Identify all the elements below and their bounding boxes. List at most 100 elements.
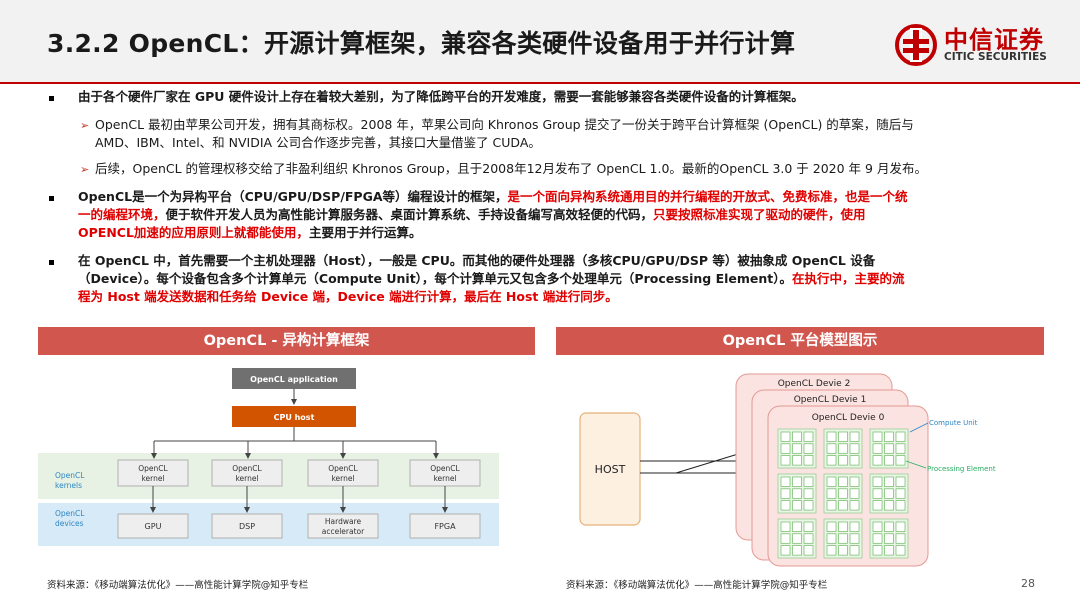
processing-element	[849, 431, 860, 442]
processing-element	[849, 455, 860, 466]
processing-element	[849, 488, 860, 499]
kernel-label: kernel	[141, 474, 164, 483]
compute-unit-grid	[777, 428, 909, 559]
citic-logo: 中信证券 CITIC SECURITIES	[894, 18, 1054, 70]
processing-element	[826, 521, 837, 532]
kernel-label: OpenCL	[232, 464, 262, 473]
kernels-side-label: OpenCL	[55, 471, 85, 480]
processing-element	[884, 476, 894, 487]
bullet-3-highlight: 在执行中，主要的流	[792, 271, 905, 286]
page-number: 28	[1021, 577, 1035, 590]
processing-element	[803, 533, 814, 544]
arrow-bullet-icon: ➢	[80, 163, 90, 176]
processing-element	[826, 545, 837, 556]
processing-element	[780, 476, 791, 487]
opencl-application-box	[232, 368, 356, 389]
processing-element	[884, 443, 894, 454]
processing-element	[849, 521, 860, 532]
bullet-2-highlight: 只要按照标准实现了驱动的硬件，使用	[653, 207, 866, 222]
bullet-2-highlight: OPENCL加速的应用原则上就都能使用，	[78, 225, 309, 240]
processing-element	[826, 476, 837, 487]
processing-element	[872, 476, 883, 487]
processing-element	[838, 443, 848, 454]
processing-element	[780, 455, 791, 466]
right-panel-title: OpenCL 平台模型图示	[556, 327, 1044, 355]
kernel-label: OpenCL	[138, 464, 168, 473]
sub-bullet-1-line-1: OpenCL 最初由苹果公司开发，拥有其商标权。2008 年，苹果公司向 Khr…	[95, 117, 914, 132]
processing-element	[884, 500, 894, 511]
processing-element	[838, 533, 848, 544]
processing-element-label: Processing Element	[927, 465, 996, 473]
processing-element	[884, 431, 894, 442]
processing-element	[792, 533, 802, 544]
processing-element	[780, 488, 791, 499]
cpu-host-box	[232, 406, 356, 427]
device-label: FPGA	[434, 522, 456, 531]
processing-element	[780, 545, 791, 556]
sub-bullet-2: 后续，OpenCL 的管理权移交给了非盈利组织 Khronos Group，且于…	[95, 161, 927, 176]
processing-element	[838, 521, 848, 532]
kernel-box	[307, 459, 379, 487]
devices-side-label: devices	[55, 519, 84, 528]
processing-element	[803, 545, 814, 556]
processing-element	[780, 521, 791, 532]
arrow-bullet-icon: ➢	[80, 119, 90, 132]
processing-element	[884, 545, 894, 556]
processing-element	[780, 500, 791, 511]
processing-element	[849, 443, 860, 454]
right-source-note: 资料来源：《移动端算法优化》——高性能计算学院@知乎专栏	[566, 580, 828, 591]
processing-element	[895, 488, 906, 499]
processing-element	[872, 488, 883, 499]
kernels-side-label: kernels	[55, 481, 82, 490]
processing-element	[872, 455, 883, 466]
bullet-marker	[49, 196, 54, 201]
opencl-application-label: OpenCL application	[250, 375, 338, 384]
processing-element	[838, 431, 848, 442]
processing-element	[780, 431, 791, 442]
processing-element	[792, 431, 802, 442]
processing-element-pointer	[905, 460, 927, 469]
processing-element	[872, 431, 883, 442]
processing-element	[792, 476, 802, 487]
processing-element	[792, 500, 802, 511]
platform-model-diagram: HOST OpenCL Devie 2 OpenCL Devie 1 OpenC…	[579, 373, 996, 567]
device-label: accelerator	[322, 527, 365, 536]
heterogeneous-framework-diagram: OpenCL application CPU host OpenCL kerne…	[38, 368, 499, 546]
processing-element	[803, 488, 814, 499]
device-2-label: OpenCL Devie 2	[778, 379, 851, 389]
processing-element	[838, 488, 848, 499]
host-box	[579, 412, 641, 526]
processing-element	[803, 521, 814, 532]
processing-element	[792, 455, 802, 466]
bullet-2-text: 主要用于并行运算。	[308, 225, 422, 240]
bullet-3-line-1: 在 OpenCL 中，首先需要一个主机处理器（Host），一般是 CPU。而其他…	[78, 253, 876, 268]
kernel-box	[211, 459, 283, 487]
logo-english-name: CITIC SECURITIES	[944, 51, 1047, 63]
processing-element	[849, 545, 860, 556]
bullet-2-line-3: OPENCL加速的应用原则上就都能使用，主要用于并行运算。	[78, 224, 421, 242]
bullet-1-text: 由于各个硬件厂家在 GPU 硬件设计上存在着较大差别，为了降低跨平台的开发难度，…	[78, 89, 804, 104]
logo-name: 中信证券	[944, 26, 1044, 54]
device-label: GPU	[145, 522, 162, 531]
processing-element	[803, 500, 814, 511]
bullet-2-text: 便于软件开发人员为高性能计算服务器、桌面计算系统、手持设备编写高效轻便的代码，	[165, 207, 654, 222]
header-divider	[0, 82, 1080, 84]
processing-element	[792, 521, 802, 532]
processing-element	[838, 545, 848, 556]
citic-logo-icon	[895, 24, 937, 66]
kernel-label: OpenCL	[430, 464, 460, 473]
processing-element	[838, 500, 848, 511]
host-label: HOST	[595, 463, 626, 476]
processing-element	[895, 500, 906, 511]
processing-element	[780, 443, 791, 454]
processing-element	[803, 443, 814, 454]
processing-element	[895, 431, 906, 442]
processing-element	[792, 488, 802, 499]
processing-element	[826, 455, 837, 466]
header-bar	[0, 0, 1080, 82]
kernel-box	[409, 459, 481, 487]
processing-element	[803, 455, 814, 466]
processing-element	[895, 545, 906, 556]
processing-element	[792, 443, 802, 454]
bullet-marker	[49, 96, 54, 101]
